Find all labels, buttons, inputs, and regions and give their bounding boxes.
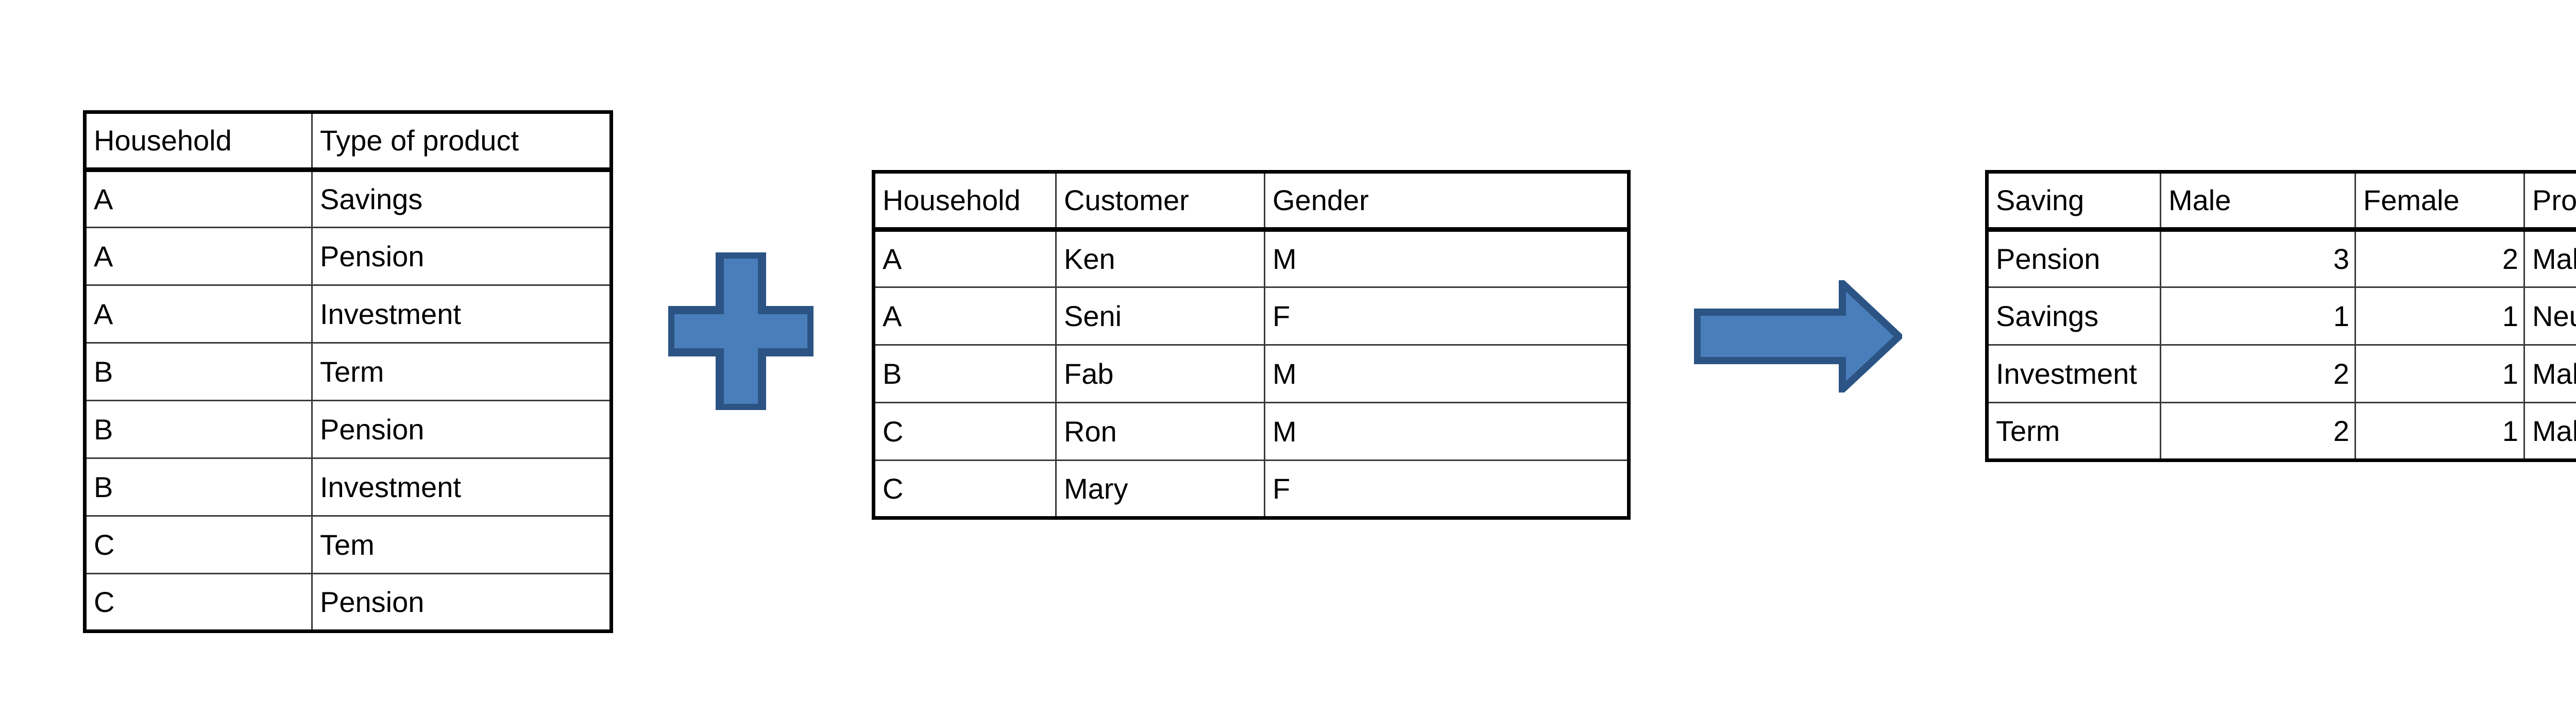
cell-saving: Term xyxy=(1986,402,2161,461)
table-row: C Tem xyxy=(84,515,612,574)
cell-gender: F xyxy=(1264,286,1630,346)
cell-customer: Ken xyxy=(1055,229,1265,288)
cell-household: B xyxy=(84,457,313,517)
cell-product-type: Male Biased xyxy=(2523,402,2576,461)
column-header-saving: Saving xyxy=(1986,171,2161,232)
cell-product: Investment xyxy=(311,284,612,344)
column-header-gender: Gender xyxy=(1264,171,1630,232)
cell-product-type: Male Biased xyxy=(2523,229,2576,288)
cell-household: A xyxy=(873,229,1057,288)
table-row: C Mary F xyxy=(873,459,1630,519)
table-row: C Ron M xyxy=(873,402,1630,461)
cell-female-count: 2 xyxy=(2354,229,2525,288)
column-header-household: Household xyxy=(873,171,1057,232)
cell-gender: F xyxy=(1264,459,1630,519)
cell-gender: M xyxy=(1264,402,1630,461)
cell-product: Tem xyxy=(311,515,612,574)
cell-customer: Mary xyxy=(1055,459,1265,519)
table-body: A Savings A Pension A Investment B Term … xyxy=(84,169,612,632)
table-row: Investment 2 1 Male Biased xyxy=(1986,344,2576,403)
cell-household: B xyxy=(84,400,313,459)
table-row: C Pension xyxy=(84,573,612,632)
cell-saving: Pension xyxy=(1986,229,2161,288)
table-product-gender: Saving Male Female Product Type Pension … xyxy=(1985,170,2576,462)
table-header: Household Type of product xyxy=(84,111,612,172)
plus-icon-svg xyxy=(668,252,814,410)
header-row: Saving Male Female Product Type xyxy=(1986,171,2576,232)
table-row: B Fab M xyxy=(873,344,1630,403)
cell-household: A xyxy=(84,169,313,228)
cell-household: A xyxy=(84,227,313,286)
table-header: Household Customer Gender xyxy=(873,171,1630,232)
column-header-type-of-product: Type of product xyxy=(311,111,612,172)
cell-gender: M xyxy=(1264,229,1630,288)
plus-icon xyxy=(668,252,814,410)
cell-gender: M xyxy=(1264,344,1630,403)
column-header-product-type: Product Type xyxy=(2523,171,2576,232)
table-row: B Pension xyxy=(84,400,612,459)
cell-household: B xyxy=(873,344,1057,403)
table-household-product: Household Type of product A Savings A Pe… xyxy=(83,110,613,633)
column-header-male: Male xyxy=(2160,171,2356,232)
plus-icon-path xyxy=(668,252,814,410)
cell-customer: Fab xyxy=(1055,344,1265,403)
table-row: B Investment xyxy=(84,457,612,517)
cell-product: Pension xyxy=(311,227,612,286)
table-household-customer: Household Customer Gender A Ken M A Seni… xyxy=(872,170,1631,520)
cell-product: Investment xyxy=(311,457,612,517)
table-row: Term 2 1 Male Biased xyxy=(1986,402,2576,461)
cell-male-count: 2 xyxy=(2160,344,2356,403)
table-row: A Pension xyxy=(84,227,612,286)
table-body: Pension 3 2 Male Biased Savings 1 1 Neut… xyxy=(1986,229,2576,461)
cell-household: C xyxy=(873,402,1057,461)
table-row: Savings 1 1 Neutral xyxy=(1986,286,2576,346)
right-arrow-icon-path xyxy=(1694,280,1902,393)
cell-product: Term xyxy=(311,342,612,401)
table-row: A Investment xyxy=(84,284,612,344)
column-header-female: Female xyxy=(2354,171,2525,232)
cell-female-count: 1 xyxy=(2354,402,2525,461)
cell-female-count: 1 xyxy=(2354,344,2525,403)
header-row: Household Customer Gender xyxy=(873,171,1630,232)
table-row: A Savings xyxy=(84,169,612,228)
cell-male-count: 2 xyxy=(2160,402,2356,461)
column-header-customer: Customer xyxy=(1055,171,1265,232)
cell-product: Pension xyxy=(311,400,612,459)
cell-male-count: 1 xyxy=(2160,286,2356,346)
table-row: A Ken M xyxy=(873,229,1630,288)
cell-household: C xyxy=(873,459,1057,519)
cell-saving: Investment xyxy=(1986,344,2161,403)
cell-male-count: 3 xyxy=(2160,229,2356,288)
cell-household: C xyxy=(84,573,313,632)
right-arrow-icon xyxy=(1694,280,1902,393)
table-row: Pension 3 2 Male Biased xyxy=(1986,229,2576,288)
cell-product-type: Male Biased xyxy=(2523,344,2576,403)
cell-product: Savings xyxy=(311,169,612,228)
cell-saving: Savings xyxy=(1986,286,2161,346)
cell-customer: Seni xyxy=(1055,286,1265,346)
cell-customer: Ron xyxy=(1055,402,1265,461)
cell-household: A xyxy=(873,286,1057,346)
cell-female-count: 1 xyxy=(2354,286,2525,346)
cell-household: C xyxy=(84,515,313,574)
header-row: Household Type of product xyxy=(84,111,612,172)
table-body: A Ken M A Seni F B Fab M C Ron M C Mary xyxy=(873,229,1630,519)
cell-product: Pension xyxy=(311,573,612,632)
table-row: B Term xyxy=(84,342,612,401)
right-arrow-icon-svg xyxy=(1694,280,1902,393)
table-row: A Seni F xyxy=(873,286,1630,346)
cell-household: B xyxy=(84,342,313,401)
cell-household: A xyxy=(84,284,313,344)
column-header-household: Household xyxy=(84,111,313,172)
table-header: Saving Male Female Product Type xyxy=(1986,171,2576,232)
cell-product-type: Neutral xyxy=(2523,286,2576,346)
